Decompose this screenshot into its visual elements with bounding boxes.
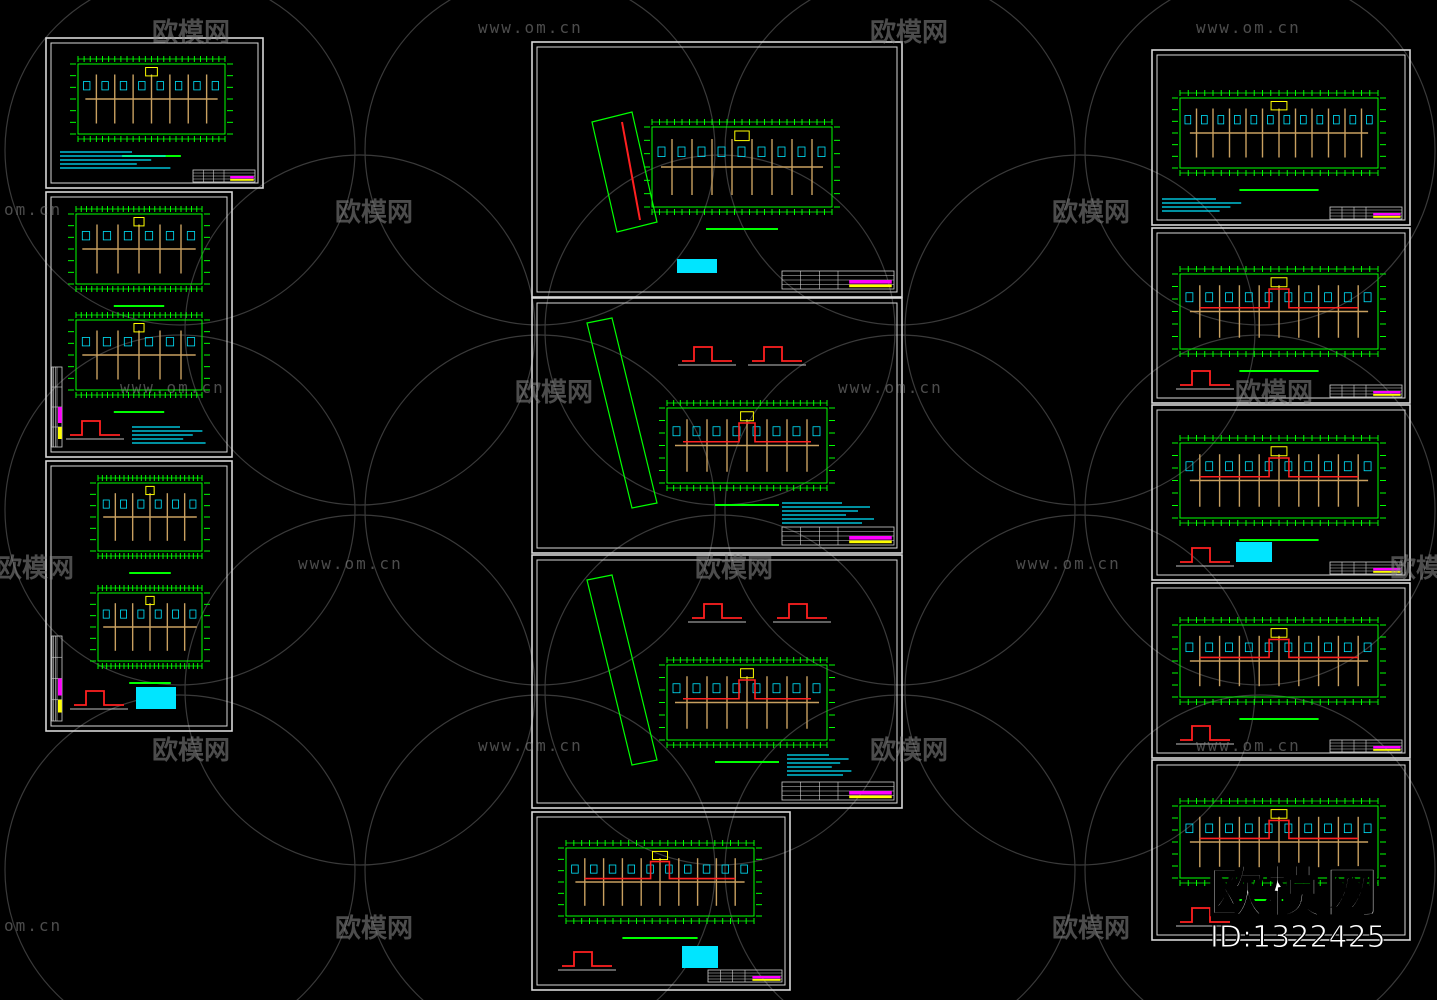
watermark-arc bbox=[1084, 694, 1436, 1000]
angled-wing-plan bbox=[586, 317, 658, 509]
section-detail bbox=[688, 603, 746, 623]
watermark-arc bbox=[184, 154, 536, 506]
title-block bbox=[781, 526, 895, 546]
title-block bbox=[192, 169, 256, 183]
watermark-arc bbox=[904, 154, 1256, 506]
watermark-arc bbox=[724, 0, 1076, 326]
sheet-right-4 bbox=[1151, 582, 1411, 759]
floor-plan bbox=[68, 312, 210, 413]
sheet-right-5 bbox=[1151, 759, 1411, 941]
title-block bbox=[781, 270, 895, 290]
title-block bbox=[707, 969, 783, 983]
section-detail bbox=[66, 420, 124, 440]
floor-plan bbox=[1172, 435, 1386, 541]
watermark-arc bbox=[364, 694, 716, 1000]
drawing-sheets bbox=[45, 37, 1411, 991]
watermark-arc bbox=[904, 514, 1256, 866]
sheet-center-1 bbox=[531, 41, 903, 298]
watermark-arc bbox=[1084, 0, 1436, 326]
floor-plan bbox=[558, 840, 762, 939]
legend-notes bbox=[1162, 198, 1242, 212]
floor-plan bbox=[644, 119, 840, 230]
watermark-arc bbox=[4, 334, 356, 686]
watermark-arc bbox=[544, 514, 896, 866]
model-id-label: ID:1322425 bbox=[1210, 920, 1387, 956]
floor-plan bbox=[1172, 617, 1386, 720]
title-block bbox=[1329, 739, 1403, 753]
sheet-right-2 bbox=[1151, 227, 1411, 404]
watermark-arcs bbox=[4, 0, 1436, 1000]
watermark-arc bbox=[184, 514, 536, 866]
title-block bbox=[51, 366, 63, 448]
floor-plan bbox=[659, 657, 835, 763]
section-detail bbox=[1176, 725, 1234, 745]
sheet-center-4 bbox=[531, 811, 791, 991]
legend-notes bbox=[787, 754, 852, 776]
title-block bbox=[51, 635, 63, 722]
section-detail bbox=[773, 603, 831, 623]
watermark-arc bbox=[364, 334, 716, 686]
floor-plan bbox=[68, 206, 210, 307]
sheet-center-3 bbox=[531, 554, 903, 809]
floor-plan bbox=[659, 400, 835, 506]
floor-plan bbox=[70, 56, 233, 157]
legend-notes bbox=[132, 426, 206, 444]
section-detail bbox=[558, 951, 616, 971]
brand-logo-text: 欧模网 bbox=[1207, 860, 1382, 927]
sheet-right-1 bbox=[1151, 49, 1411, 226]
section-detail bbox=[1176, 907, 1234, 927]
title-block bbox=[1329, 206, 1403, 220]
sheet-left-2 bbox=[45, 191, 233, 458]
angled-wing-plan bbox=[591, 111, 658, 233]
section-detail bbox=[70, 690, 128, 710]
floor-plan bbox=[1172, 90, 1386, 191]
legend-notes bbox=[782, 502, 874, 524]
legend-notes bbox=[60, 151, 171, 169]
floor-plan bbox=[90, 585, 210, 684]
sheet-left-3 bbox=[45, 460, 233, 732]
floor-plan bbox=[1172, 798, 1386, 901]
watermark-arc bbox=[4, 694, 356, 1000]
watermark-arc bbox=[724, 694, 1076, 1000]
title-block bbox=[781, 781, 895, 801]
section-detail bbox=[748, 346, 806, 366]
watermark-arc bbox=[364, 0, 716, 326]
floor-plan bbox=[90, 475, 210, 574]
watermark-arc bbox=[724, 334, 1076, 686]
angled-wing-plan bbox=[586, 574, 658, 766]
floor-plan bbox=[1172, 266, 1386, 372]
sheet-right-3 bbox=[1151, 404, 1411, 581]
sheet-center-2 bbox=[531, 297, 903, 554]
watermark-arc bbox=[1084, 334, 1436, 686]
section-detail bbox=[1176, 547, 1234, 567]
title-block bbox=[1329, 384, 1403, 398]
section-detail bbox=[678, 346, 736, 366]
section-detail bbox=[1176, 370, 1234, 390]
sheet-left-1 bbox=[45, 37, 264, 189]
title-block bbox=[1329, 561, 1403, 575]
watermark-arc bbox=[4, 0, 356, 326]
